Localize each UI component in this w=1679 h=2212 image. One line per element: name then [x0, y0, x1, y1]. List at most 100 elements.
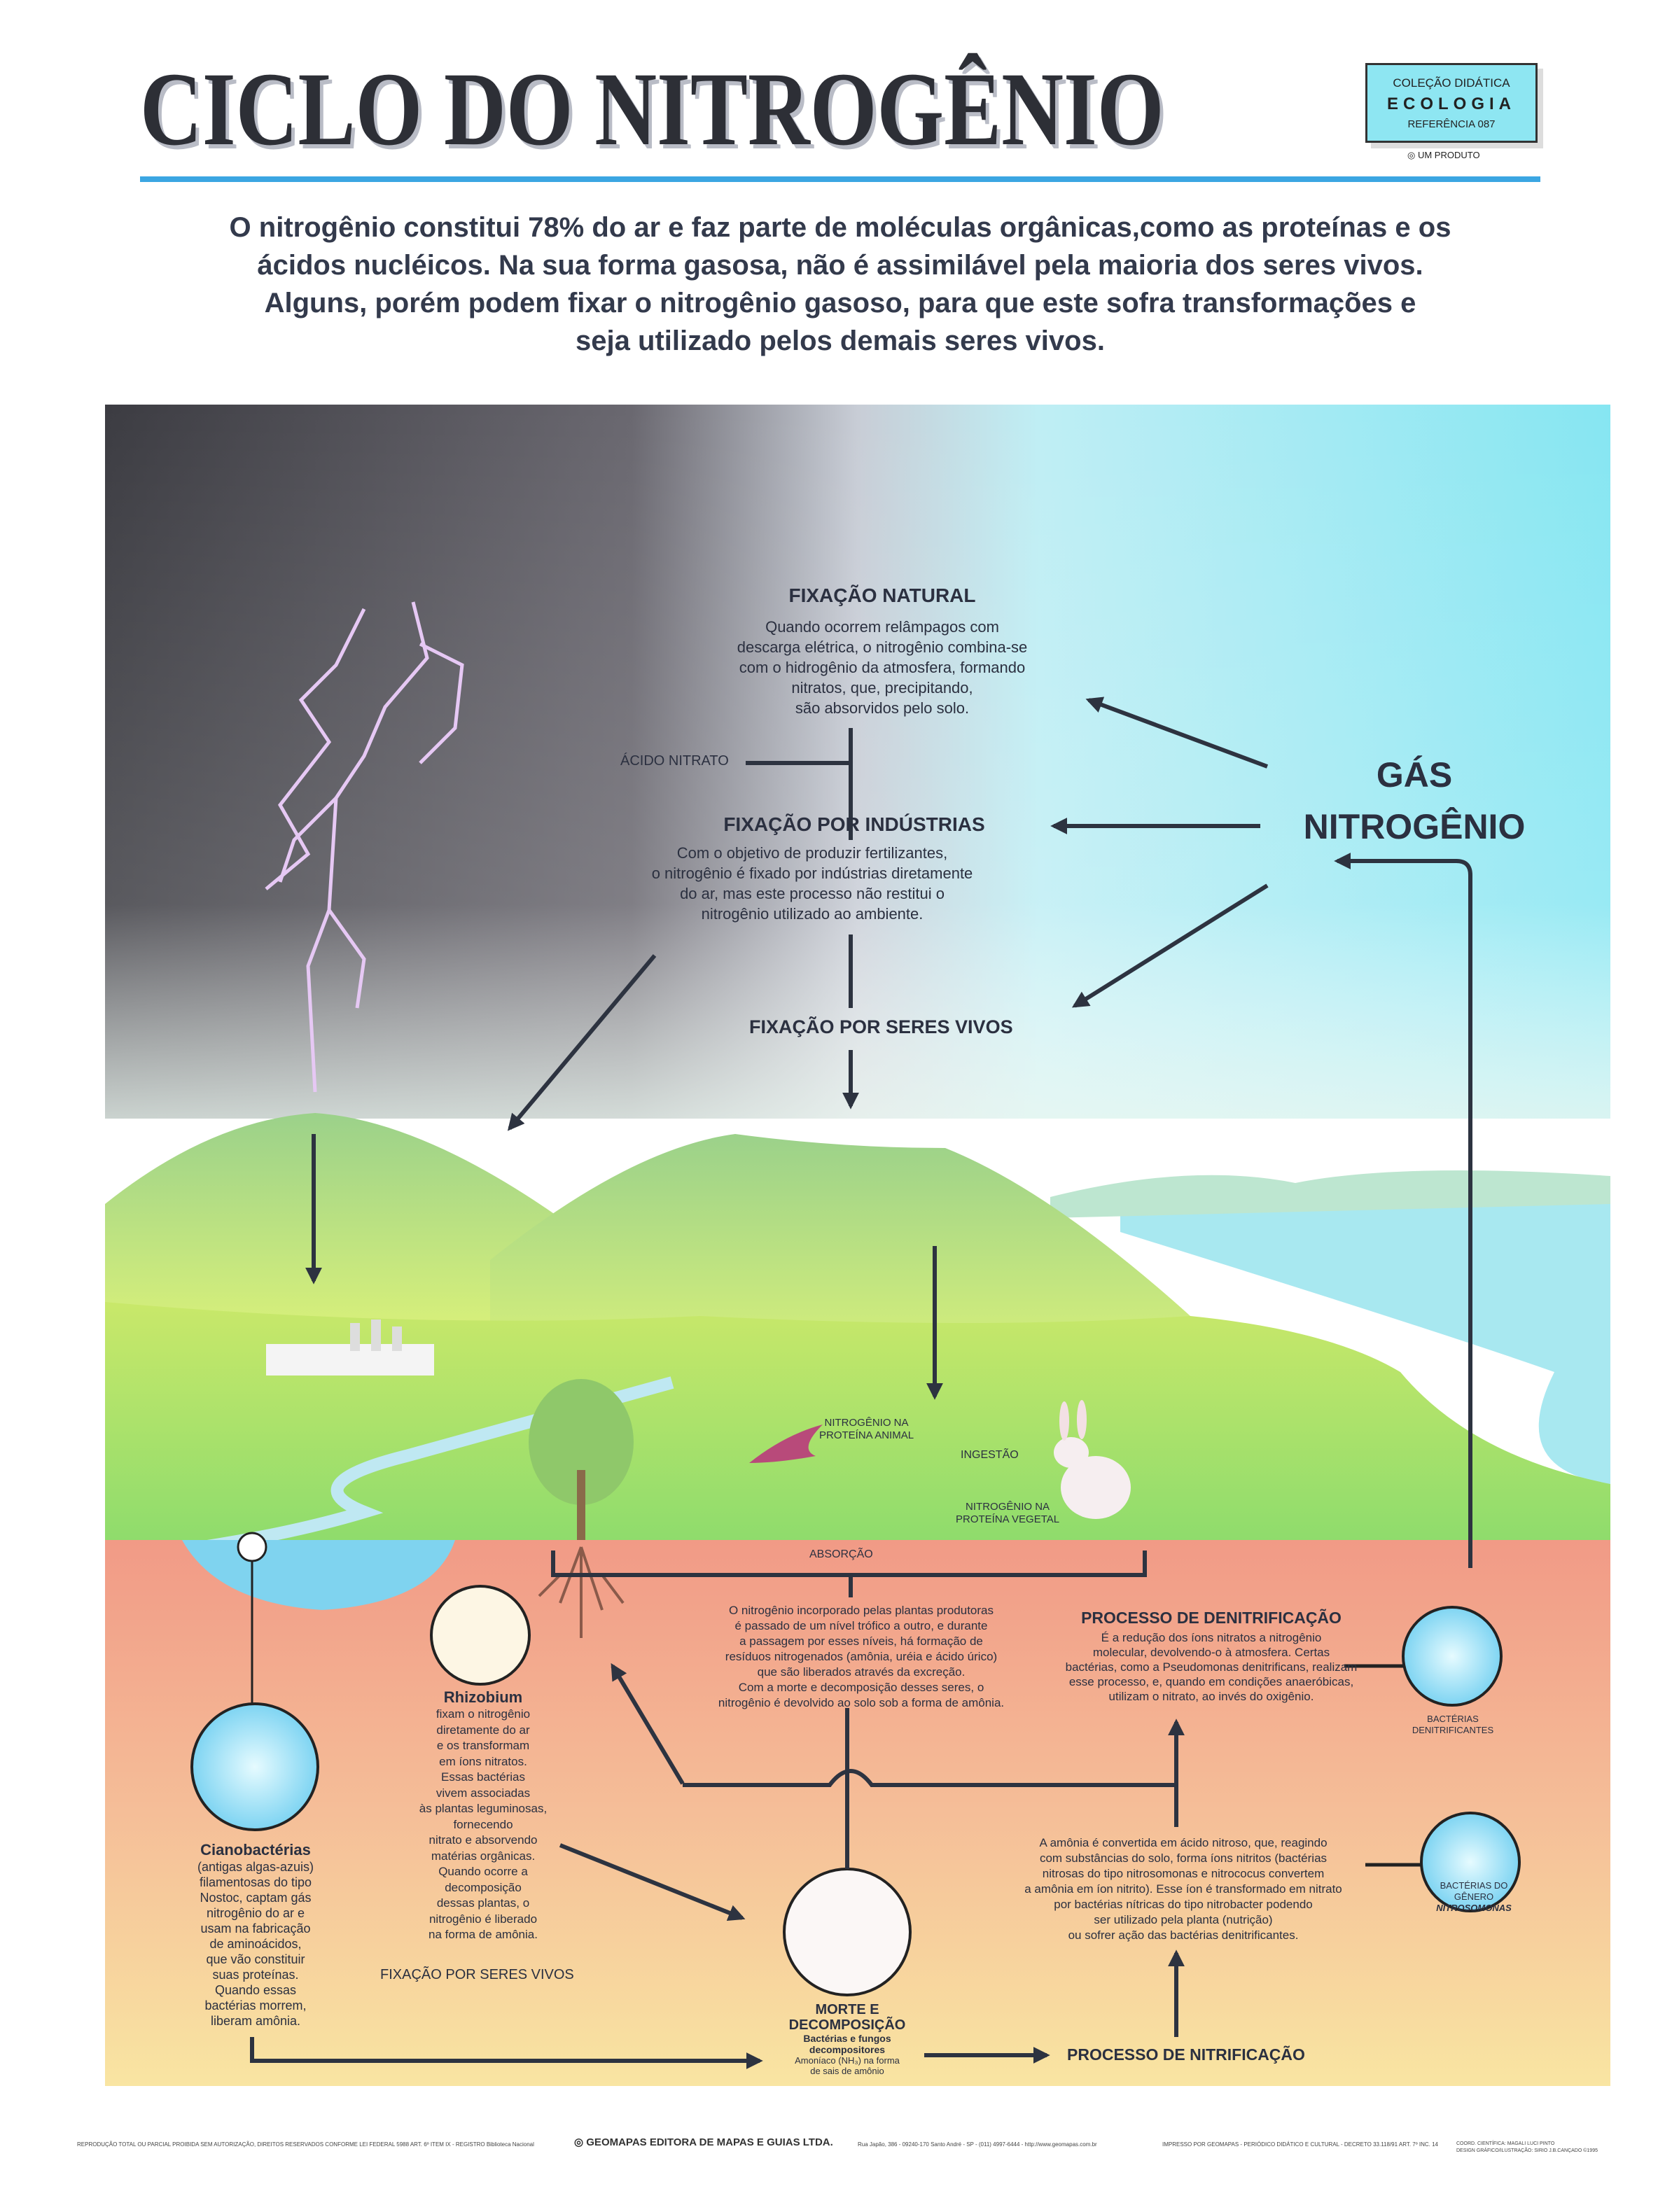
- text-line: COORD. CIENTÍFICA: MAGALI LUCI PINTO: [1456, 2141, 1555, 2146]
- text-line: diretamente do ar: [436, 1723, 530, 1737]
- text-line: É a redução dos íons nitratos a nitrogên…: [1101, 1631, 1322, 1644]
- text-line: bactérias, como a Pseudomonas denitrific…: [1065, 1660, 1358, 1674]
- nitrogen-gas-label: GÁS NITROGÊNIO: [1295, 749, 1533, 853]
- text-line: BACTÉRIAS DO: [1440, 1880, 1508, 1891]
- text-line: filamentosas do tipo: [199, 1875, 312, 1889]
- animal-protein-label: NITROGÊNIO NA PROTEÍNA ANIMAL: [819, 1417, 914, 1442]
- text-line: ser utilizado pela planta (nutrição): [1094, 1913, 1273, 1926]
- text-line: Quando ocorrem relâmpagos com: [765, 618, 999, 636]
- text-line: vivem associadas: [436, 1786, 531, 1800]
- text-line: Com a morte e decomposição desses seres,…: [738, 1681, 984, 1694]
- arrow-gas-to-seres-vivos: [1071, 883, 1269, 1008]
- nitrification-title: PROCESSO DE NITRIFICAÇÃO: [1067, 2045, 1305, 2064]
- footer-address: Rua Japão, 386 - 09240-170 Santo André -…: [858, 2141, 1097, 2148]
- text-line: nitrato e absorvendo: [429, 1833, 538, 1847]
- footer-printed: IMPRESSO POR GEOMAPAS - PERIÓDICO DIDÁTI…: [1162, 2141, 1438, 2148]
- text-line: NITROGÊNIO NA: [824, 1417, 909, 1429]
- text-line: liberam amônia.: [210, 2014, 301, 2028]
- tree: [529, 1379, 634, 1547]
- acido-nitrato-label: ÁCIDO NITRATO: [620, 753, 729, 769]
- badge-collection: COLEÇÃO DIDÁTICA: [1393, 76, 1510, 90]
- text-line: nitrogênio do ar e: [206, 1906, 305, 1920]
- cyanobacteria-icon: [190, 1702, 319, 1831]
- text-line: A amônia é convertida em ácido nitroso, …: [1039, 1836, 1328, 1849]
- product-label: ◎ UM PRODUTO: [1407, 150, 1480, 161]
- denitrifying-bacteria-icon: [1402, 1606, 1503, 1707]
- natural-fixation-title: FIXAÇÃO NATURAL: [788, 584, 976, 606]
- text-line: por bactérias nítricas do tipo nitrobact…: [1054, 1898, 1313, 1911]
- text-line: NITROSOMONAS: [1436, 1903, 1512, 1913]
- publisher-logo-icon: ◎: [1407, 150, 1418, 160]
- intro-line: O nitrogênio constitui 78% do ar e faz p…: [229, 212, 1451, 243]
- intro-line: Alguns, porém podem fixar o nitrogênio g…: [264, 288, 1416, 318]
- sea: [1120, 1176, 1610, 1484]
- text-line: decomposição: [445, 1880, 522, 1894]
- arrow-cyanobacteria-to-decomposition: [250, 2037, 763, 2069]
- text-line: GÊNERO: [1454, 1891, 1494, 1902]
- cyanobacteria-block: Cianobactérias (antigas algas-azuis) fil…: [168, 1841, 343, 2029]
- text-line: bactérias morrem,: [204, 1998, 307, 2012]
- text-line: em íons nitratos.: [439, 1754, 527, 1768]
- text-line: esse processo, e, quando em condições an…: [1068, 1675, 1354, 1688]
- badge-subject: ECOLOGIA: [1386, 94, 1516, 113]
- nitrosomonas-label: BACTÉRIAS DO GÊNERO NITROSOMONAS: [1414, 1880, 1533, 1914]
- rhizobium-title: Rhizobium: [443, 1688, 523, 1706]
- lightning-icon: [265, 601, 464, 1093]
- cyanobacteria-title: Cianobactérias: [200, 1841, 311, 1858]
- text-line: suas proteínas.: [212, 1968, 299, 1982]
- text-line: O nitrogênio incorporado pelas plantas p…: [728, 1604, 994, 1617]
- text-line: usam na fabricação: [200, 1921, 311, 1935]
- collection-badge: COLEÇÃO DIDÁTICA ECOLOGIA REFERÊNCIA 087: [1365, 63, 1538, 143]
- text-line: às plantas leguminosas,: [419, 1802, 548, 1815]
- text-line: dessas plantas, o: [436, 1896, 530, 1910]
- text-line: fornecendo: [453, 1817, 513, 1831]
- text-line: com o hidrogênio da atmosfera, formando: [739, 659, 1026, 676]
- industrial-fixation-title: FIXAÇÃO POR INDÚSTRIAS: [723, 813, 985, 835]
- text-line: DESIGN GRÁFICO/ILUSTRAÇÃO: SIRIO J.B.CAN…: [1456, 2148, 1598, 2153]
- footer-brand: ◎ GEOMAPAS EDITORA DE MAPAS E GUIAS LTDA…: [574, 2136, 847, 2149]
- rhizobium-icon: [430, 1585, 531, 1686]
- geomapas-logo-icon: ◎: [574, 2136, 587, 2148]
- sky-haze: [105, 405, 1610, 1119]
- gas-line: NITROGÊNIO: [1303, 807, 1526, 846]
- arrow-cycle-to-plants: [611, 1662, 685, 1785]
- text-line: nitrogênio é devolvido ao solo sob a for…: [718, 1696, 1005, 1709]
- badge-reference: REFERÊNCIA 087: [1407, 118, 1496, 130]
- poster-title: CICLO DO NITROGÊNIO: [140, 51, 1164, 167]
- title-rule: [140, 176, 1540, 182]
- vegetal-protein-label: NITROGÊNIO NA PROTEÍNA VEGETAL: [956, 1501, 1059, 1526]
- mountain-center: [490, 1134, 1190, 1365]
- text-line: decompositores: [809, 2044, 886, 2055]
- rabbit-icon: [1054, 1400, 1131, 1519]
- arrow-rhizobium-to-decomposition: [559, 1843, 746, 1921]
- ingestion-label: INGESTÃO: [961, 1449, 1019, 1461]
- text-line: MORTE E: [815, 2002, 879, 2017]
- factory: [266, 1320, 434, 1376]
- text-line: (antigas algas-azuis): [197, 1860, 314, 1874]
- denitrification-block: PROCESSO DE DENITRIFICAÇÃO É a redução d…: [1036, 1609, 1386, 1704]
- rhizobium-block: Rhizobium fixam o nitrogênio diretamente…: [399, 1688, 567, 1943]
- bird-icon: [749, 1424, 823, 1463]
- text-line: e os transformam: [436, 1739, 530, 1752]
- text-line: nitrogênio é liberado: [429, 1912, 538, 1926]
- living-fixation-title: FIXAÇÃO POR SERES VIVOS: [749, 1016, 1013, 1037]
- text-line: Com o objetivo de produzir fertilizantes…: [676, 844, 948, 862]
- denitrification-title: PROCESSO DE DENITRIFICAÇÃO: [1081, 1609, 1342, 1627]
- text-line: nitrosas do tipo nitrosomonas e nitrococ…: [1042, 1867, 1325, 1880]
- text-line: nitratos, que, precipitando,: [791, 679, 973, 696]
- text-line: é passado de um nível trófico a outro, e…: [734, 1619, 988, 1632]
- denitrifying-bacteria-label: BACTÉRIAS DENITRIFICANTES: [1393, 1714, 1512, 1736]
- text-line: a amônia em íon nitrito). Esse íon é tra…: [1024, 1882, 1342, 1896]
- industrial-fixation-block: FIXAÇÃO POR INDÚSTRIAS Com o objetivo de…: [602, 813, 1022, 924]
- text-line: NITROGÊNIO NA: [966, 1501, 1050, 1513]
- text-line: nitrogênio utilizado ao ambiente.: [701, 905, 924, 923]
- text-line: a passagem por esses níveis, há formação…: [739, 1634, 983, 1648]
- text-line: utilizam o nitrato, ao invés do oxigênio…: [1108, 1690, 1314, 1703]
- text-line: descarga elétrica, o nitrogênio combina-…: [737, 638, 1028, 656]
- footer-credits: COORD. CIENTÍFICA: MAGALI LUCI PINTO DES…: [1456, 2141, 1617, 2155]
- text-line: PROTEÍNA VEGETAL: [956, 1513, 1060, 1525]
- decomposition-block: MORTE E DECOMPOSIÇÃO Bactérias e fungos …: [763, 2002, 931, 2076]
- text-line: Nostoc, captam gás: [200, 1891, 312, 1905]
- trophic-text: O nitrogênio incorporado pelas plantas p…: [686, 1603, 1036, 1711]
- living-fixation-lower-label: FIXAÇÃO POR SERES VIVOS: [380, 1967, 574, 1982]
